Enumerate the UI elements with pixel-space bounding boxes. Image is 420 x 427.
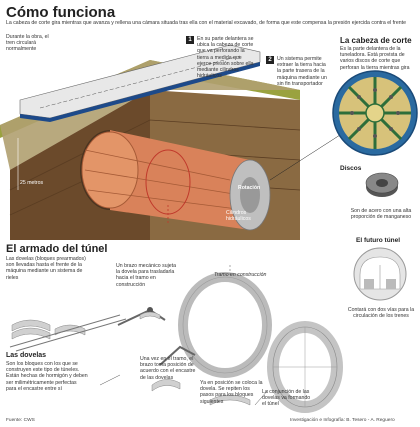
assembly-illustration bbox=[9, 265, 343, 413]
future-tunnel-text: Contará con dos vías para la circulación… bbox=[347, 307, 415, 320]
page-title: Cómo funciona bbox=[6, 4, 116, 21]
placement-text: Una vez en el tramo, el brazo toma posic… bbox=[140, 356, 196, 381]
ground-top bbox=[0, 60, 300, 170]
cutting-head-title: La cabeza de corte bbox=[340, 36, 412, 45]
depth-label: 25 metros bbox=[20, 180, 44, 186]
step-1-badge: 1 bbox=[186, 36, 194, 44]
credit-note: Investigación e Infografía: B. Tesero - … bbox=[290, 418, 395, 423]
future-tunnel-illustration bbox=[353, 247, 407, 301]
step-2-badge: 2 bbox=[266, 56, 274, 64]
disc-illustration bbox=[365, 172, 399, 197]
cutting-head-text: Es la parte delantera de la tuneladora. … bbox=[340, 46, 410, 71]
step-1-text: En su parte delantera se ubica la cabeza… bbox=[197, 36, 254, 80]
dovelas-intro: Las dovelas (bloques prearmados) son lle… bbox=[6, 256, 86, 281]
position-text: Ya en posición se coloca la dovela. Se r… bbox=[200, 380, 263, 405]
earth-cross-section bbox=[0, 44, 341, 240]
dovelas-title: Las dovelas bbox=[6, 352, 47, 359]
discs-text: Son de acero con una alta proporción de … bbox=[350, 208, 412, 221]
tunnel-assembly-title: El armado del túnel bbox=[6, 243, 108, 255]
tbm-body bbox=[110, 130, 250, 230]
conjunction-text: La conjunción de las dovelas va formando… bbox=[262, 389, 311, 408]
source-note: Fuente: CWS bbox=[6, 418, 35, 423]
dovelas-text: Son los bloques con los que se construye… bbox=[6, 361, 88, 392]
future-tunnel-title: El futuro túnel bbox=[356, 237, 401, 244]
step-2-text: Un sistema permite extraer la tierra hac… bbox=[277, 56, 327, 87]
cutting-head-illustration bbox=[332, 70, 418, 156]
rotation-label: Rotación bbox=[238, 185, 261, 191]
discs-label: Discos bbox=[340, 165, 362, 172]
page-subtitle: La cabeza de corte gira mientras que ava… bbox=[6, 20, 406, 26]
arm-text: Un brazo mecánico sujeta la dovela para … bbox=[116, 263, 176, 288]
cylinders-label: Cilindros hidráulicos bbox=[226, 210, 251, 223]
side-note: Durante la obra, el tren circulará norma… bbox=[6, 34, 49, 53]
tramo-label: Tramo en construcción bbox=[214, 272, 267, 278]
